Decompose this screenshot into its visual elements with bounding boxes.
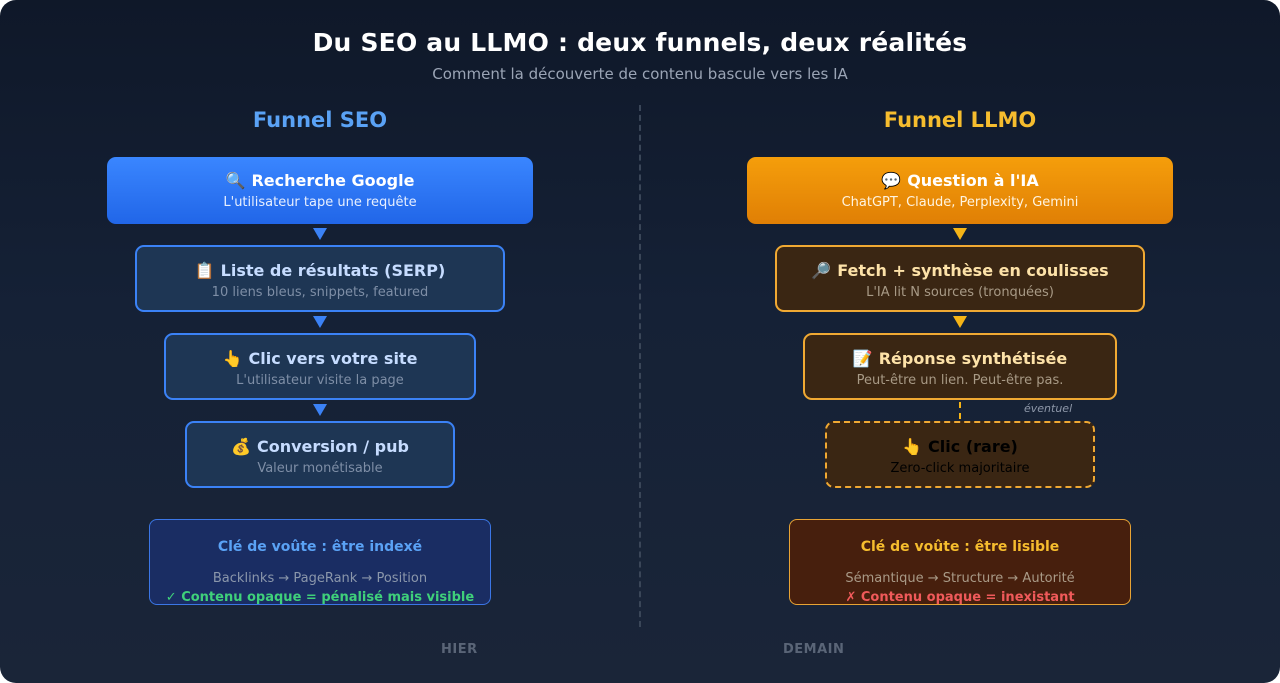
step-title: Fetch + synthèse en coulisses [837,261,1109,280]
llmo-key-factors: Sémantique → Structure → Autorité [845,571,1075,586]
llmo-arrow-2 [953,316,967,328]
column-divider [639,105,641,627]
memo-icon: 📝 [852,349,873,368]
llmo-step-click: 👆 Clic (rare) Zero-click majoritaire [825,421,1095,488]
seo-step-click: 👆 Clic vers votre site L'utilisateur visi… [164,333,476,400]
step-title: Liste de résultats (SERP) [220,261,446,280]
seo-key-note: ✓ Contenu opaque = pénalisé mais visible [165,590,475,605]
seo-key-title: Clé de voûte : être indexé [217,539,423,555]
step-subtitle: Valeur monétisable [257,461,383,476]
step-subtitle: ChatGPT, Claude, Perplexity, Gemini [841,195,1079,210]
step-subtitle: L'IA lit N sources (tronquées) [866,285,1054,300]
llmo-optional-connector [959,402,961,419]
seo-step-serp: 📋 Liste de résultats (SERP) 10 liens bleu… [135,245,505,312]
seo-footer-label: HIER [441,642,478,657]
llmo-key-title: Clé de voûte : être lisible [860,539,1060,555]
speech-bubble-icon: 💬 [881,171,902,190]
step-subtitle: Zero-click majoritaire [890,461,1030,476]
pointing-hand-icon: 👆 [222,349,243,368]
llmo-arrow-1 [953,228,967,240]
seo-key-box: Clé de voûte : être indexé Backlinks → P… [149,519,491,605]
seo-step-search: 🔍 Recherche Google L'utilisateur tape une… [107,157,533,224]
llmo-step-fetch: 🔎 Fetch + synthèse en coulisses L'IA lit … [775,245,1145,312]
step-title: Recherche Google [251,171,415,190]
seo-arrow-3 [313,404,327,416]
step-subtitle: 10 liens bleus, snippets, featured [211,285,429,300]
seo-step-conversion: 💰 Conversion / pub Valeur monétisable [185,421,455,488]
llmo-step-question: 💬 Question à l'IA ChatGPT, Claude, Perple… [747,157,1173,224]
step-title: Clic (rare) [928,437,1018,456]
step-subtitle: Peut-être un lien. Peut-être pas. [856,373,1064,388]
magnifier-icon: 🔍 [225,171,246,190]
llmo-key-box: Clé de voûte : être lisible Sémantique →… [789,519,1131,605]
step-title: Réponse synthétisée [878,349,1068,368]
llmo-column-title: Funnel LLMO [883,108,1037,132]
diagram-title: Du SEO au LLMO : deux funnels, deux réal… [312,28,968,57]
clipboard-icon: 📋 [194,261,215,280]
magnifier-icon: 🔎 [811,261,832,280]
step-subtitle: L'utilisateur tape une requête [223,195,417,210]
step-title: Clic vers votre site [248,349,418,368]
llmo-key-note: ✗ Contenu opaque = inexistant [845,590,1075,605]
llmo-footer-label: DEMAIN [783,642,845,657]
money-bag-icon: 💰 [231,437,251,456]
step-subtitle: L'utilisateur visite la page [236,373,404,388]
seo-column-title: Funnel SEO [252,108,388,132]
seo-key-factors: Backlinks → PageRank → Position [212,571,428,586]
llmo-step-answer: 📝 Réponse synthétisée Peut-être un lien. … [803,333,1117,400]
pointing-hand-icon: 👆 [902,437,923,456]
diagram-subtitle: Comment la découverte de contenu bascule… [432,65,848,83]
llmo-optional-label: éventuel [1024,402,1073,415]
seo-arrow-2 [313,316,327,328]
seo-arrow-1 [313,228,327,240]
step-title: Conversion / pub [256,437,409,456]
step-title: Question à l'IA [907,171,1039,190]
